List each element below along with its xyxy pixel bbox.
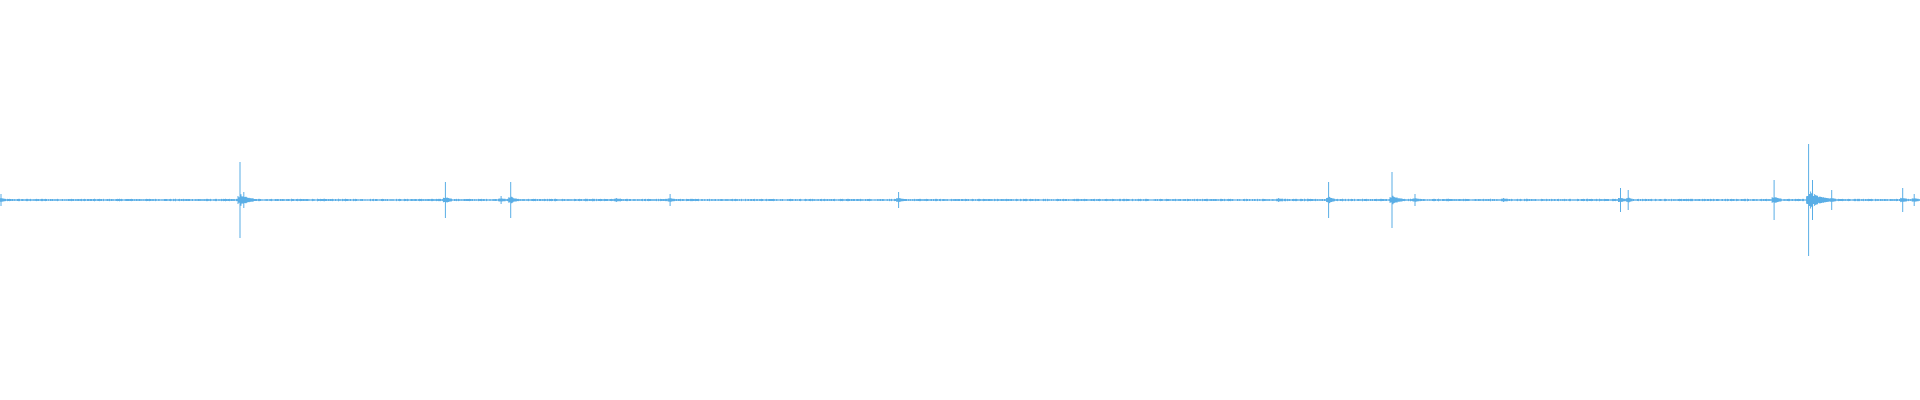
waveform-peak xyxy=(1810,180,1820,220)
waveform-peak xyxy=(1900,188,1908,212)
waveform-peak-trace xyxy=(1625,190,1633,210)
waveform-peak-trace xyxy=(1618,188,1625,212)
waveform-peak xyxy=(1276,198,1284,202)
waveform-peak-trace xyxy=(0,194,6,206)
waveform-peak xyxy=(1829,190,1837,210)
waveform-peak xyxy=(1389,172,1403,228)
waveform-peak xyxy=(1618,188,1625,212)
waveform-peak-trace xyxy=(1412,194,1420,206)
waveform-peak-trace xyxy=(896,192,904,208)
waveform-peak xyxy=(1771,180,1782,220)
waveform-peak xyxy=(1412,194,1420,206)
waveform-peak xyxy=(1500,198,1508,202)
waveform-peak-trace xyxy=(498,196,506,204)
waveform-peak xyxy=(241,192,249,208)
waveform-peak xyxy=(442,182,452,218)
waveform-peak-trace xyxy=(1500,198,1508,202)
waveform-peak-trace xyxy=(241,192,249,208)
waveform-peak-trace xyxy=(1829,190,1837,210)
waveform-peak-trace xyxy=(1276,198,1284,202)
waveform-peak xyxy=(0,194,6,206)
waveform-peak-trace xyxy=(613,198,621,202)
waveform-peak-trace xyxy=(1911,194,1919,206)
waveform-peak xyxy=(613,198,621,202)
waveform-peak-trace xyxy=(508,182,518,218)
waveform-peak xyxy=(1326,182,1336,218)
waveform-peak-trace xyxy=(1810,180,1820,220)
waveform-peak xyxy=(508,182,518,218)
waveform-peak xyxy=(896,192,904,208)
waveform-peaks xyxy=(0,144,1919,256)
waveform-peak-trace xyxy=(1326,182,1336,218)
waveform-peak-trace xyxy=(442,182,452,218)
waveform-peak xyxy=(498,196,506,204)
waveform-peak xyxy=(1625,190,1633,210)
waveform-peak-trace xyxy=(1900,188,1908,212)
waveform-peak-trace xyxy=(667,194,675,206)
waveform-peak xyxy=(667,194,675,206)
waveform-peak-trace xyxy=(1771,180,1782,220)
waveform-peak-trace xyxy=(1389,172,1403,228)
waveform-peak xyxy=(1911,194,1919,206)
